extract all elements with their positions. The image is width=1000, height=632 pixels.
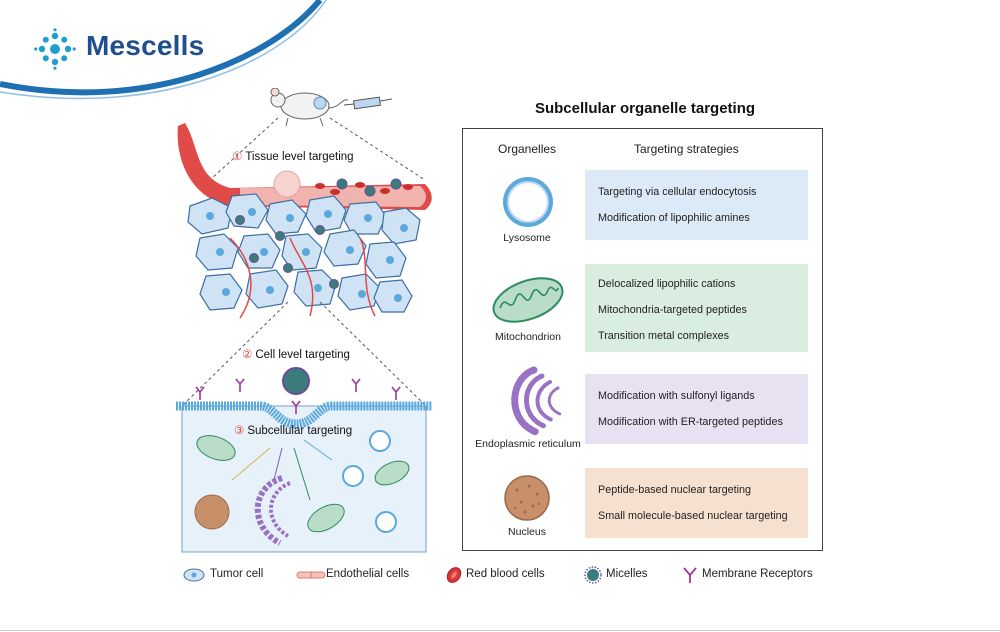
endoplasmic-reticulum-icon: [511, 366, 562, 436]
legend-label-membrane-receptors: Membrane Receptors: [702, 568, 813, 580]
legend-label-micelles: Micelles: [606, 568, 648, 580]
cell-organelles: [194, 430, 410, 546]
tumor-cell-icon: [183, 568, 205, 582]
organelle-name-lysosome: Lysosome: [503, 232, 551, 244]
organelle-name-mitochondrion: Mitochondrion: [495, 331, 561, 343]
bottom-divider: [0, 630, 1000, 631]
strategy-box-mitochondrion: Delocalized lipophilic cations Mitochond…: [585, 264, 808, 352]
endothelial-cell-icon: [296, 571, 326, 579]
strategy-item: Modification with ER-targeted peptides: [598, 416, 783, 428]
vessel-contents: [315, 178, 413, 197]
membrane-receptor-icon: [683, 567, 697, 583]
strategy-box-endoplasmic-reticulum: Modification with sulfonyl ligands Modif…: [585, 374, 808, 444]
mouse-icon: [270, 88, 349, 127]
column-header-strategies: Targeting strategies: [634, 142, 739, 156]
micelle-icon: [584, 566, 602, 584]
strategy-item: Peptide-based nuclear targeting: [598, 484, 752, 496]
organelle-name-nucleus: Nucleus: [508, 526, 546, 538]
lysosome-icon: [503, 177, 553, 227]
tissue-micelles: [235, 215, 339, 289]
panel-title: Subcellular organelle targeting: [534, 100, 756, 117]
syringe-icon: [343, 96, 393, 110]
strategy-item: Modification with sulfonyl ligands: [598, 390, 755, 402]
cell-cluster-logo-icon: [34, 28, 76, 70]
blood-vessel: [177, 123, 432, 210]
strategy-item: Modification of lipophilic amines: [598, 212, 750, 224]
organelle-name-endoplasmic-reticulum: Endoplasmic reticulum: [475, 438, 581, 450]
micelle-icon: [282, 367, 310, 395]
targeting-arrows: [231, 439, 333, 501]
strategy-box-lysosome: Targeting via cellular endocytosis Modif…: [585, 170, 808, 240]
strategy-box-nucleus: Peptide-based nuclear targeting Small mo…: [585, 468, 808, 538]
brand-name: Mescells: [86, 30, 205, 61]
tumor-nuclei: [206, 208, 408, 302]
legend-label-red-blood-cells: Red blood cells: [466, 568, 545, 580]
strategy-item: Mitochondria-targeted peptides: [598, 304, 747, 316]
legend-label-endothelial-cells: Endothelial cells: [326, 568, 410, 580]
nucleus-icon: [504, 475, 550, 521]
mitochondrion-icon: [492, 277, 564, 323]
strategy-item: Targeting via cellular endocytosis: [598, 186, 757, 198]
strategy-item: Transition metal complexes: [598, 330, 730, 342]
red-blood-cell-icon: [446, 567, 462, 583]
membrane-receptors: [195, 378, 401, 414]
brand-swoosh: [0, 0, 327, 100]
column-header-organelles: Organelles: [498, 142, 557, 156]
cell-membrane: [176, 401, 432, 429]
strategy-item: Small molecule-based nuclear targeting: [598, 510, 788, 522]
strategy-item: Delocalized lipophilic cations: [598, 278, 736, 290]
legend-label-tumor-cell: Tumor cell: [210, 568, 264, 580]
